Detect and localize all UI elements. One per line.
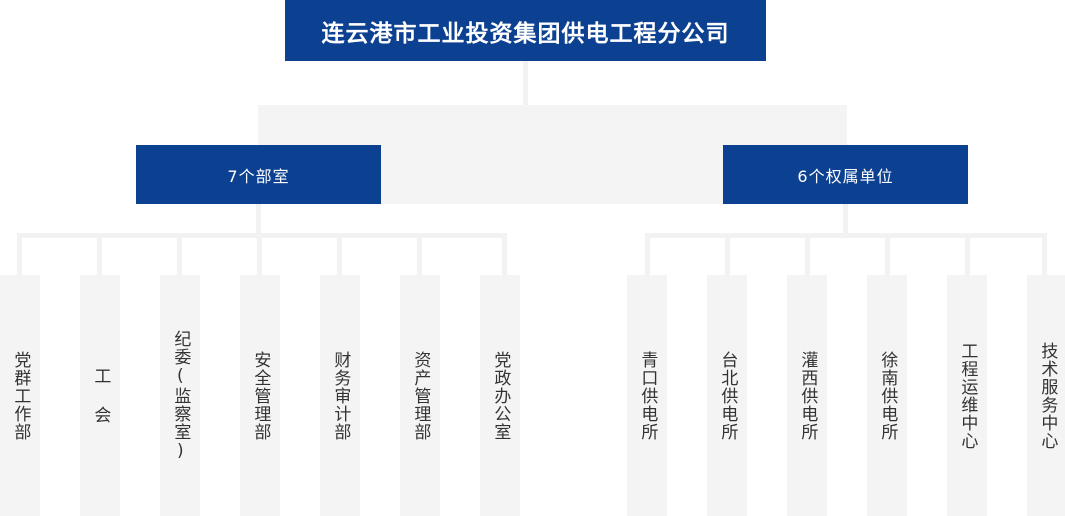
connector-leg-department-6 bbox=[417, 233, 422, 277]
leaf-node-label: 党群工作部 bbox=[10, 350, 31, 441]
connector-branch-stem-right bbox=[843, 204, 848, 234]
branch-node-affiliated-units[interactable]: 6个权属单位 bbox=[723, 145, 968, 204]
leaf-node-label: 工程运维中心 bbox=[957, 341, 978, 450]
connector-leg-department-3 bbox=[177, 233, 182, 277]
leaf-node-label: 党政办公室 bbox=[490, 350, 511, 441]
leaf-node-unit-2[interactable]: 台北供电所 bbox=[707, 275, 747, 516]
leaf-node-label: 纪委(监察室) bbox=[170, 329, 191, 462]
connector-leg-unit-5 bbox=[965, 233, 970, 277]
connector-leg-department-7 bbox=[502, 233, 507, 277]
leaf-node-department-4[interactable]: 安全管理部 bbox=[240, 275, 280, 516]
leaf-node-unit-4[interactable]: 徐南供电所 bbox=[867, 275, 907, 516]
leaf-node-department-7[interactable]: 党政办公室 bbox=[480, 275, 520, 516]
connector-bracket-bar-right bbox=[645, 233, 1047, 238]
leaf-node-unit-1[interactable]: 青口供电所 bbox=[627, 275, 667, 516]
connector-leg-unit-6 bbox=[1042, 233, 1047, 277]
leaf-node-label: 灌西供电所 bbox=[797, 350, 818, 441]
leaf-node-department-3[interactable]: 纪委(监察室) bbox=[160, 275, 200, 516]
leaf-node-unit-6[interactable]: 技术服务中心 bbox=[1027, 275, 1065, 516]
connector-leg-unit-2 bbox=[725, 233, 730, 277]
leaf-node-label: 安全管理部 bbox=[250, 350, 271, 441]
connector-leg-department-4 bbox=[257, 233, 262, 277]
leaf-node-label: 资产管理部 bbox=[410, 350, 431, 441]
connector-leg-unit-1 bbox=[645, 233, 650, 277]
leaf-node-label: 徐南供电所 bbox=[877, 350, 898, 441]
connector-root-stem bbox=[523, 61, 528, 105]
branch-node-departments[interactable]: 7个部室 bbox=[136, 145, 381, 204]
connector-leg-department-2 bbox=[97, 233, 102, 277]
leaf-node-department-2[interactable]: 工 会 bbox=[80, 275, 120, 516]
leaf-node-label: 台北供电所 bbox=[717, 350, 738, 441]
leaf-node-label: 财务审计部 bbox=[330, 350, 351, 441]
root-node[interactable]: 连云港市工业投资集团供电工程分公司 bbox=[285, 0, 766, 61]
leaf-node-unit-3[interactable]: 灌西供电所 bbox=[787, 275, 827, 516]
leaf-node-department-1[interactable]: 党群工作部 bbox=[0, 275, 40, 516]
connector-leg-department-1 bbox=[17, 233, 22, 277]
connector-bracket-bar-left bbox=[17, 233, 507, 238]
leaf-node-department-5[interactable]: 财务审计部 bbox=[320, 275, 360, 516]
leaf-node-label: 技术服务中心 bbox=[1037, 341, 1058, 450]
leaf-node-label: 工 会 bbox=[90, 367, 111, 424]
leaf-node-label: 青口供电所 bbox=[637, 350, 658, 441]
leaf-node-unit-5[interactable]: 工程运维中心 bbox=[947, 275, 987, 516]
leaf-node-department-6[interactable]: 资产管理部 bbox=[400, 275, 440, 516]
connector-branch-stem-left bbox=[256, 204, 261, 234]
connector-leg-unit-4 bbox=[885, 233, 890, 277]
connector-leg-department-5 bbox=[337, 233, 342, 277]
connector-leg-unit-3 bbox=[805, 233, 810, 277]
